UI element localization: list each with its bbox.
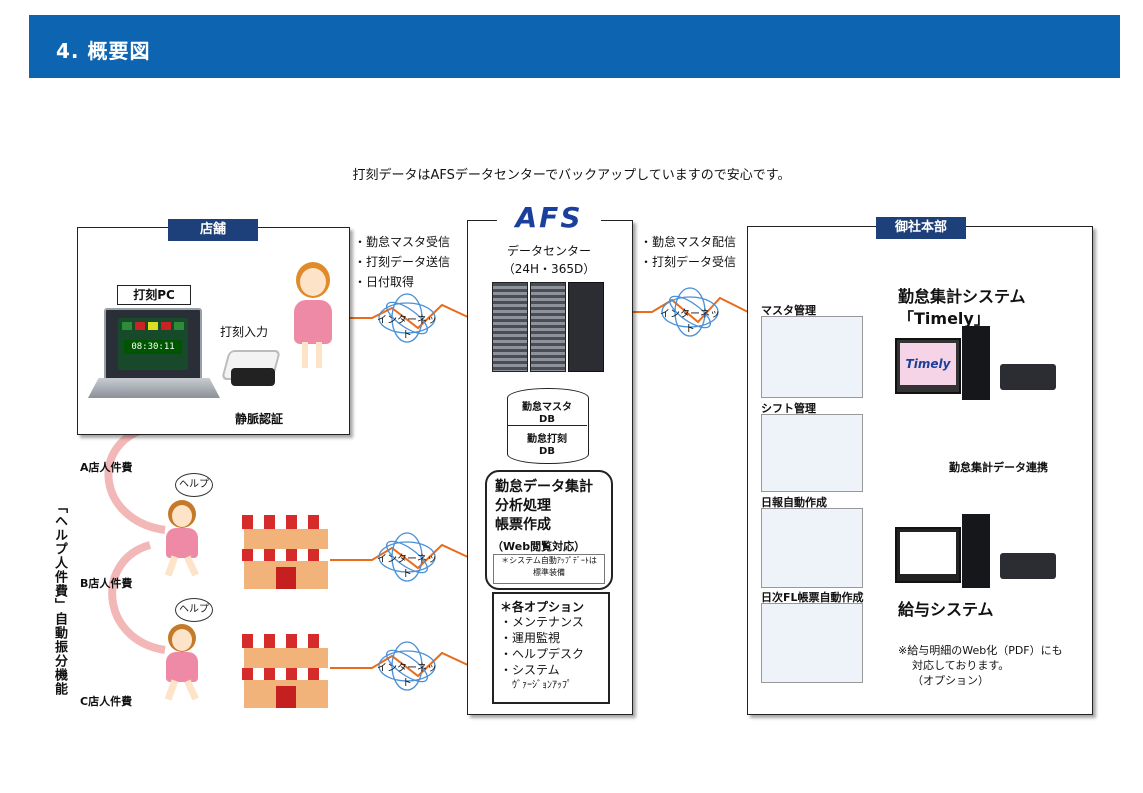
link-storeb-dc — [330, 543, 471, 570]
help-arc-icon — [108, 541, 166, 654]
options-list: ・メンテナンス ・運用監視 ・ヘルプデスク ・システム ｳﾞｧｰｼﾞｮﾝｱｯﾌﾟ — [500, 614, 584, 694]
shift-screen-thumb — [761, 414, 863, 492]
database-icon — [507, 388, 589, 464]
internet-label: インターネット — [377, 554, 437, 580]
help-arc-icon — [104, 424, 166, 534]
store-building-icon — [242, 634, 330, 708]
option-item: ・運用監視 — [500, 631, 561, 645]
printer-icon — [1000, 553, 1056, 579]
processing-item: 勤怠データ集計 — [495, 479, 593, 495]
payroll-note-line: ※給与明細のWeb化（PDF）にも — [898, 644, 1063, 657]
cost-label-c: C店人件費 — [80, 695, 133, 708]
fl-report-thumb — [761, 603, 863, 683]
server-rack-icon — [492, 282, 604, 374]
option-item: ｳﾞｧｰｼﾞｮﾝｱｯﾌﾟ — [512, 680, 572, 691]
section-title: 4. 概要図 — [56, 39, 151, 63]
globe-icon — [661, 287, 719, 337]
monitor-icon: Timely — [895, 338, 961, 394]
stamp-input-label: 打刻入力 — [220, 325, 269, 339]
timely-logo: Timely — [900, 343, 956, 385]
thumb-label: 日報自動作成 — [761, 496, 827, 509]
option-item: ・ヘルプデスク — [500, 647, 585, 661]
payroll-system-label: 給与システム — [898, 600, 994, 619]
processing-item: 帳票作成 — [495, 517, 551, 533]
options-box — [492, 592, 610, 704]
db-master-label: 勤怠マスタ DB — [507, 402, 587, 426]
globe-icon — [378, 641, 436, 691]
printer-icon — [1000, 364, 1056, 390]
db-divider — [507, 425, 587, 426]
timely-system-title: 勤怠集計システム 「Timely」 — [898, 286, 1026, 330]
option-item: ・システム — [500, 663, 560, 677]
db-master-line: 勤怠マスタ — [522, 402, 572, 413]
payroll-note-line: （オプション） — [912, 674, 989, 687]
payroll-note: ※給与明細のWeb化（PDF）にも 対応しております。 （オプション） — [898, 643, 1063, 688]
store-comm-item: ・日付取得 — [354, 275, 415, 289]
store-comm-item: ・打刻データ送信 — [354, 255, 451, 269]
hq-comms-list: ・勤怠マスタ配信 ・打刻データ受信 — [640, 232, 736, 272]
pc-tower-icon — [962, 514, 990, 588]
link-dc-hq — [633, 296, 749, 324]
store-comms-list: ・勤怠マスタ受信 ・打刻データ送信 ・日付取得 — [354, 232, 450, 292]
timely-title-line: 勤怠集計システム — [898, 287, 1026, 306]
pc-tower-icon — [962, 326, 990, 400]
staff-woman-icon — [282, 262, 344, 372]
auto-update-note: ＊システム自動ｱｯﾌﾟﾃﾞｰﾄは 標準装備 — [493, 554, 605, 584]
datacenter-hours: （24H・365D） — [502, 262, 596, 276]
link-storec-dc — [330, 651, 471, 678]
help-bubble: ヘルプ — [175, 598, 213, 622]
afs-logo: AFS — [497, 202, 601, 234]
store-building-icon — [242, 515, 330, 589]
link-store-dc — [348, 303, 471, 330]
thumb-label: シフト管理 — [761, 402, 816, 415]
internet-label: インターネット — [660, 309, 720, 335]
backup-caption: 打刻データはAFSデータセンターでバックアップしていますので安心です。 — [352, 168, 791, 183]
internet-label: インターネット — [377, 663, 437, 689]
options-title: ＊各オプション — [500, 600, 585, 614]
db-stamp-line: DB — [539, 446, 555, 457]
daily-report-thumb — [761, 508, 863, 588]
db-stamp-line: 勤怠打刻 — [527, 434, 567, 445]
datacenter-title: データセンター — [506, 244, 591, 258]
master-screen-thumb — [761, 316, 863, 398]
store-comm-item: ・勤怠マスタ受信 — [354, 235, 451, 249]
processing-sub: （Web閲覧対応） — [492, 540, 586, 553]
cost-label-a: A店人件費 — [80, 461, 133, 474]
vein-reader-icon — [220, 350, 282, 388]
data-link-label: 勤怠集計データ連携 — [949, 461, 1048, 474]
laptop-base-icon — [88, 378, 220, 398]
monitor-icon — [895, 527, 961, 583]
help-cost-vertical-label: 「ヘルプ人件費」自動振分機能 — [52, 500, 67, 696]
option-item: ・メンテナンス — [500, 615, 584, 629]
vein-auth-label: 静脈認証 — [235, 412, 284, 426]
help-bubble: ヘルプ — [175, 473, 213, 497]
cost-label-b: B店人件費 — [80, 577, 133, 590]
payroll-note-line: 対応しております。 — [912, 659, 1010, 672]
internet-label: インターネット — [377, 315, 437, 341]
db-stamp-label: 勤怠打刻 DB — [507, 434, 587, 458]
auto-update-line: ＊システム自動ｱｯﾌﾟﾃﾞｰﾄは — [501, 556, 597, 565]
hq-tag: 御社本部 — [876, 217, 966, 239]
globe-icon — [378, 532, 436, 582]
processing-box — [485, 470, 613, 590]
laptop-icon: 08:30:11 — [104, 308, 202, 382]
store-tag: 店舗 — [168, 219, 258, 241]
section-header — [29, 15, 1120, 78]
processing-item: 分析処理 — [495, 498, 551, 514]
hq-comm-item: ・勤怠マスタ配信 — [640, 235, 737, 249]
timely-title-line: 「Timely」 — [898, 309, 990, 328]
clock-display: 08:30:11 — [124, 340, 182, 354]
running-staff-icon — [158, 624, 208, 702]
auto-update-line: 標準装備 — [533, 568, 565, 577]
processing-list: 勤怠データ集計 分析処理 帳票作成 — [495, 478, 593, 535]
hq-comm-item: ・打刻データ受信 — [640, 255, 737, 269]
globe-icon — [378, 293, 436, 343]
db-master-line: DB — [539, 414, 555, 425]
stamp-pc-label: 打刻PC — [117, 285, 191, 305]
thumb-label: 日次FL帳票自動作成 — [761, 591, 864, 604]
running-staff-icon — [158, 500, 208, 578]
thumb-label: マスタ管理 — [761, 304, 816, 317]
